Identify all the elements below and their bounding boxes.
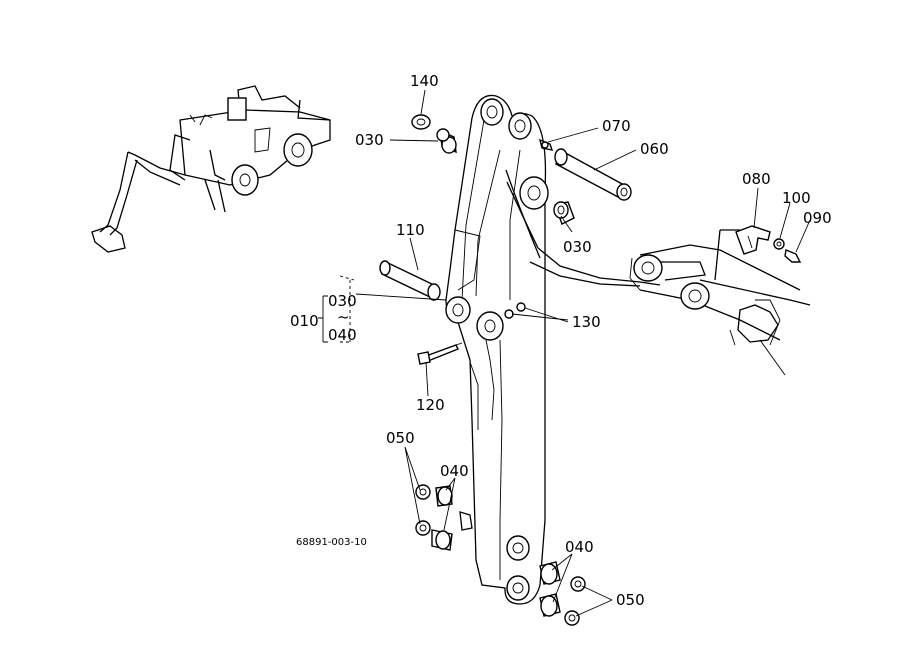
label-040-group: 040 xyxy=(328,326,357,344)
group-bracket-010 xyxy=(318,295,328,343)
label-050-left: 050 xyxy=(386,429,415,447)
label-030-mid: 030 xyxy=(563,238,592,256)
part-030-bushing-mid xyxy=(553,201,575,225)
label-100: 100 xyxy=(782,189,811,207)
label-040-left: 040 xyxy=(440,462,469,480)
part-070-grease-nipple xyxy=(538,138,554,151)
reference-number: 68891-003-10 xyxy=(296,537,367,548)
label-140: 140 xyxy=(410,72,439,90)
label-060: 060 xyxy=(640,140,669,158)
part-050-040-lower-left xyxy=(415,484,473,551)
part-120-bolt xyxy=(417,342,463,365)
part-140-washer xyxy=(411,114,431,130)
label-030-group: 030 xyxy=(328,292,357,310)
part-050-040-lower-right xyxy=(539,561,586,626)
part-060-pin xyxy=(554,148,632,201)
leader-lines xyxy=(339,89,811,617)
label-030-top: 030 xyxy=(355,131,384,149)
part-090-bolt xyxy=(784,249,802,263)
part-030-bushing-top xyxy=(436,128,457,154)
arm-body xyxy=(445,94,661,605)
label-130: 130 xyxy=(572,313,601,331)
label-120: 120 xyxy=(416,396,445,414)
label-090: 090 xyxy=(803,209,832,227)
part-labels: 140 030 070 060 080 100 090 030 110 010 … xyxy=(290,72,832,609)
label-110: 110 xyxy=(396,221,425,239)
backhoe-tractor-thumbnail xyxy=(91,85,331,253)
label-070: 070 xyxy=(602,117,631,135)
label-010: 010 xyxy=(290,312,319,330)
label-040-right: 040 xyxy=(565,538,594,556)
part-080-plate xyxy=(735,225,771,255)
part-110-pin xyxy=(379,260,441,301)
part-130-nipples xyxy=(504,302,526,319)
cylinder-linkage xyxy=(629,229,811,376)
label-080: 080 xyxy=(742,170,771,188)
label-tilde: ~ xyxy=(337,308,350,326)
part-100-washer xyxy=(773,238,785,250)
label-050-right: 050 xyxy=(616,591,645,609)
